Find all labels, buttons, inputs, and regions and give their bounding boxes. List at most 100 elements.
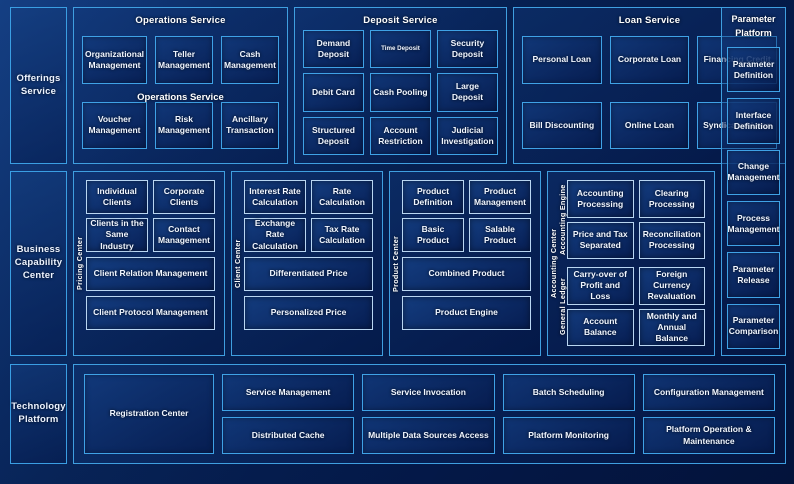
tile-personalized-price[interactable]: Personalized Price	[244, 296, 373, 330]
tile-individual-clients[interactable]: Individual Clients	[86, 180, 148, 214]
tile-debit-card[interactable]: Debit Card	[302, 73, 364, 112]
tile-grid-client-center: Interest Rate Calculation Rate Calculati…	[244, 180, 373, 252]
tile-clearing-processing[interactable]: Clearing Processing	[638, 180, 705, 218]
tile-distributed-cache[interactable]: Distributed Cache	[222, 417, 355, 454]
tile-grid-pricing-center: Individual Clients Corporate Clients Cli…	[86, 180, 215, 252]
tile-process-management[interactable]: Process Management	[727, 200, 780, 247]
tile-rate-calculation[interactable]: Rate Calculation	[311, 180, 373, 214]
row-label-technology-platform: Technology Platform	[10, 364, 67, 464]
vertical-caption-general-ledger: General Ledger	[558, 278, 567, 335]
tile-grid-accounting-engine: Accounting Processing Clearing Processin…	[567, 180, 705, 259]
group-accounting-engine: Accounting Engine Accounting Processing …	[558, 180, 705, 259]
panel-accounting-center[interactable]: Accounting Center Accounting Engine Acco…	[547, 171, 715, 356]
tile-large-deposit[interactable]: Large Deposit	[436, 73, 498, 112]
tile-monthly-and-annual-balance[interactable]: Monthly and Annual Balance	[638, 308, 705, 346]
row-label-business-capability-center: Business Capability Center	[10, 171, 67, 356]
row-label-offerings-service: Offerings Service	[10, 7, 67, 164]
accounting-center-groups: Accounting Engine Accounting Processing …	[558, 175, 711, 352]
technology-column-4: Configuration Management Platform Operat…	[642, 374, 775, 454]
tile-judicial-investigation[interactable]: Judicial Investigation	[436, 116, 498, 155]
tile-teller-management[interactable]: Teller Management	[155, 36, 213, 84]
panel-deposit-service[interactable]: Deposit Service Demand Deposit Time Depo…	[293, 7, 507, 164]
tile-parameter-definition[interactable]: Parameter Definition	[727, 46, 780, 93]
panel-title-operations-service: Operations Service	[135, 15, 226, 26]
tile-interest-rate-calculation[interactable]: Interest Rate Calculation	[244, 180, 306, 214]
business-capability-center-row: Business Capability Center Pricing Cente…	[10, 171, 715, 356]
tile-exchange-rate-calculation[interactable]: Exchange Rate Calculation	[244, 218, 306, 252]
vertical-caption-pricing-center: Pricing Center	[75, 236, 84, 291]
tile-platform-monitoring[interactable]: Platform Monitoring	[502, 417, 635, 454]
tile-stack-client-center: Interest Rate Calculation Rate Calculati…	[242, 175, 379, 352]
tile-parameter-release[interactable]: Parameter Release	[727, 252, 780, 298]
tile-cash-management[interactable]: Cash Management	[221, 36, 279, 84]
tile-service-management[interactable]: Service Management	[222, 374, 355, 411]
tile-service-invocation[interactable]: Service Invocation	[362, 374, 495, 411]
panel-product-center[interactable]: Product Center Product Definition Produc…	[389, 171, 541, 356]
tile-demand-deposit[interactable]: Demand Deposit	[302, 30, 364, 69]
vertical-caption-client-center: Client Center	[233, 239, 242, 288]
tile-account-restriction[interactable]: Account Restriction	[369, 116, 431, 155]
tile-platform-operation-and-maintenance[interactable]: Platform Operation & Maintenance	[642, 417, 775, 454]
tile-tax-rate-calculation[interactable]: Tax Rate Calculation	[311, 218, 373, 252]
tile-client-protocol-management[interactable]: Client Protocol Management	[86, 296, 215, 330]
vertical-caption-accounting-engine: Accounting Engine	[558, 184, 567, 255]
tile-risk-management[interactable]: Risk Management	[155, 101, 213, 149]
tile-carry-over-of-profit-and-loss[interactable]: Carry-over of Profit and Loss	[567, 267, 634, 305]
tile-client-relation-management[interactable]: Client Relation Management	[86, 257, 215, 291]
tile-bill-discounting[interactable]: Bill Discounting	[521, 101, 602, 149]
tile-product-management[interactable]: Product Management	[469, 180, 531, 214]
tile-parameter-comparison[interactable]: Parameter Comparison	[727, 303, 780, 350]
tile-combined-product[interactable]: Combined Product	[402, 257, 531, 291]
tile-corporate-loan[interactable]: Corporate Loan	[609, 36, 690, 84]
tile-stack-pricing-center: Individual Clients Corporate Clients Cli…	[84, 175, 221, 352]
tile-configuration-management[interactable]: Configuration Management	[642, 374, 775, 411]
technology-column-2: Service Invocation Multiple Data Sources…	[362, 374, 495, 454]
panel-operations-service[interactable]: Operations Service Organizational Manage…	[73, 7, 288, 164]
technology-column-3: Batch Scheduling Platform Monitoring	[502, 374, 635, 454]
tile-corporate-clients[interactable]: Corporate Clients	[153, 180, 215, 214]
tile-ancillary-transaction[interactable]: Ancillary Transaction	[221, 101, 279, 149]
tile-clients-in-the-same-industry[interactable]: Clients in the Same Industry	[86, 218, 148, 252]
tile-product-definition[interactable]: Product Definition	[402, 180, 464, 214]
tile-multiple-data-sources-access[interactable]: Multiple Data Sources Access	[362, 417, 495, 454]
tile-time-deposit[interactable]: Time Deposit	[369, 30, 431, 69]
panel-technology-platform[interactable]: Registration Center Service Management D…	[73, 364, 786, 464]
tile-price-and-tax-separated[interactable]: Price and Tax Separated	[567, 221, 634, 259]
tile-interface-definition[interactable]: Interface Definition	[727, 98, 780, 144]
tile-structured-deposit[interactable]: Structured Deposit	[302, 116, 364, 155]
tile-stack-product-center: Product Definition Product Management Ba…	[400, 175, 537, 352]
tile-voucher-management[interactable]: Voucher Management	[82, 101, 148, 149]
tile-basic-product[interactable]: Basic Product	[402, 218, 464, 252]
tile-reconciliation-processing[interactable]: Reconciliation Processing	[638, 221, 705, 259]
tile-online-loan[interactable]: Online Loan	[609, 101, 690, 149]
panel-title-parameter-platform: Parameter Platform	[731, 14, 776, 38]
technology-platform-row: Technology Platform Registration Center …	[10, 364, 786, 464]
tile-organizational-management[interactable]: Organizational Management	[82, 36, 148, 84]
tile-batch-scheduling[interactable]: Batch Scheduling	[502, 374, 635, 411]
tile-account-balance[interactable]: Account Balance	[567, 308, 634, 346]
tile-accounting-processing[interactable]: Accounting Processing	[567, 180, 634, 218]
tile-personal-loan[interactable]: Personal Loan	[521, 36, 602, 84]
panel-title-loan-service: Loan Service	[618, 15, 681, 26]
tile-security-deposit[interactable]: Security Deposit	[436, 30, 498, 69]
tile-grid-general-ledger: Carry-over of Profit and Loss Foreign Cu…	[567, 267, 705, 346]
vertical-caption-accounting-center: Accounting Center	[549, 228, 558, 299]
panel-title-deposit-service: Deposit Service	[363, 15, 438, 26]
offerings-service-row: Offerings Service Operations Service Org…	[10, 7, 786, 164]
panel-parameter-platform[interactable]: Parameter Platform Parameter Definition …	[721, 7, 786, 356]
panel-pricing-center[interactable]: Pricing Center Individual Clients Corpor…	[73, 171, 225, 356]
tile-change-management[interactable]: Change Management	[727, 149, 780, 195]
tile-registration-center[interactable]: Registration Center	[84, 374, 214, 454]
group-general-ledger: General Ledger Carry-over of Profit and …	[558, 267, 705, 346]
tile-product-engine[interactable]: Product Engine	[402, 296, 531, 330]
tile-grid-deposit-service: Demand Deposit Time Deposit Security Dep…	[295, 26, 506, 163]
panel-client-center[interactable]: Client Center Interest Rate Calculation …	[231, 171, 383, 356]
tile-differentiated-price[interactable]: Differentiated Price	[244, 257, 373, 291]
tile-cash-pooling[interactable]: Cash Pooling	[369, 73, 431, 112]
vertical-caption-product-center: Product Center	[391, 235, 400, 292]
tile-contact-management[interactable]: Contact Management	[153, 218, 215, 252]
tile-salable-product[interactable]: Salable Product	[469, 218, 531, 252]
tile-foreign-currency-revaluation[interactable]: Foreign Currency Revaluation	[638, 267, 705, 305]
tile-grid-operations-service: Organizational Management Teller Managem…	[74, 26, 287, 163]
